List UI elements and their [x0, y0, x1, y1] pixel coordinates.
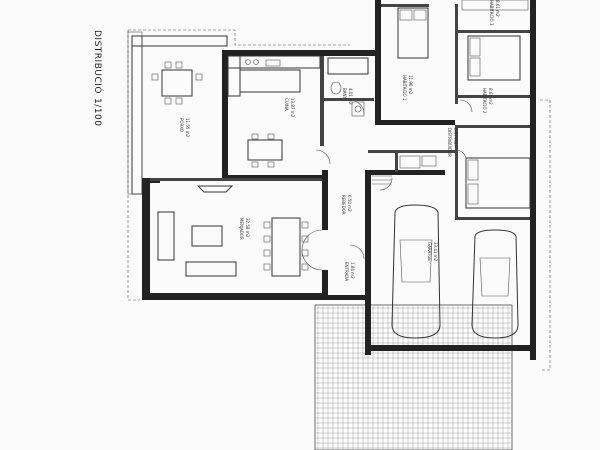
room-name: HABITACIÓ 1: [402, 75, 407, 101]
living-furniture: [157, 185, 309, 277]
room-area: 8.61 m2: [495, 0, 500, 17]
room-name: DISTRIBUIDOR: [447, 128, 452, 157]
room-name: BANY: [342, 88, 347, 99]
terrace-paving: [314, 304, 513, 450]
interior-walls: [150, 4, 530, 220]
room-area: 8.61 m2: [488, 88, 493, 105]
entry-steps: [372, 155, 437, 185]
room-name: HABITACIÓ 3: [489, 0, 494, 26]
sheet-title-group: DISTRIBUCIÓ 1/100: [92, 30, 104, 126]
sheet-scale: 1/100: [92, 98, 102, 126]
room-area: 6.57 m2: [453, 128, 458, 145]
room-name: MENJADOR: [239, 218, 244, 240]
room-name: REBEDOR: [341, 195, 346, 215]
room-area: 11.55 m2: [185, 118, 190, 138]
room-area: 33.41 m2: [433, 242, 438, 262]
room-area: 13.87 m2: [290, 98, 295, 118]
room-name: GARATGE: [427, 242, 432, 261]
kitchen-table: [247, 133, 283, 168]
room-name: HABITACIÓ 2: [482, 88, 487, 114]
site-boundary-line: [128, 29, 350, 46]
exterior-walls: [142, 0, 536, 360]
room-area: 4.01 m2: [348, 88, 353, 105]
room-area: 32.58 m2: [245, 218, 250, 238]
porch-dining-table: [151, 61, 203, 105]
room-name: CUINA: [284, 98, 289, 111]
bedroom-beds: [397, 0, 531, 209]
room-name: ENTRADA: [344, 262, 349, 281]
kitchen-counters: [227, 55, 321, 97]
room-name: PORXO: [179, 118, 184, 132]
garage-cars: [391, 204, 519, 339]
room-area: 6.50 m2: [347, 195, 352, 212]
sheet-title: DISTRIBUCIÓ: [92, 30, 104, 94]
porch-frame: [127, 31, 228, 195]
room-area: 11.96 m2: [408, 75, 413, 95]
room-area: 1.84 m2: [350, 262, 355, 279]
bathroom-fixtures: [327, 57, 369, 117]
